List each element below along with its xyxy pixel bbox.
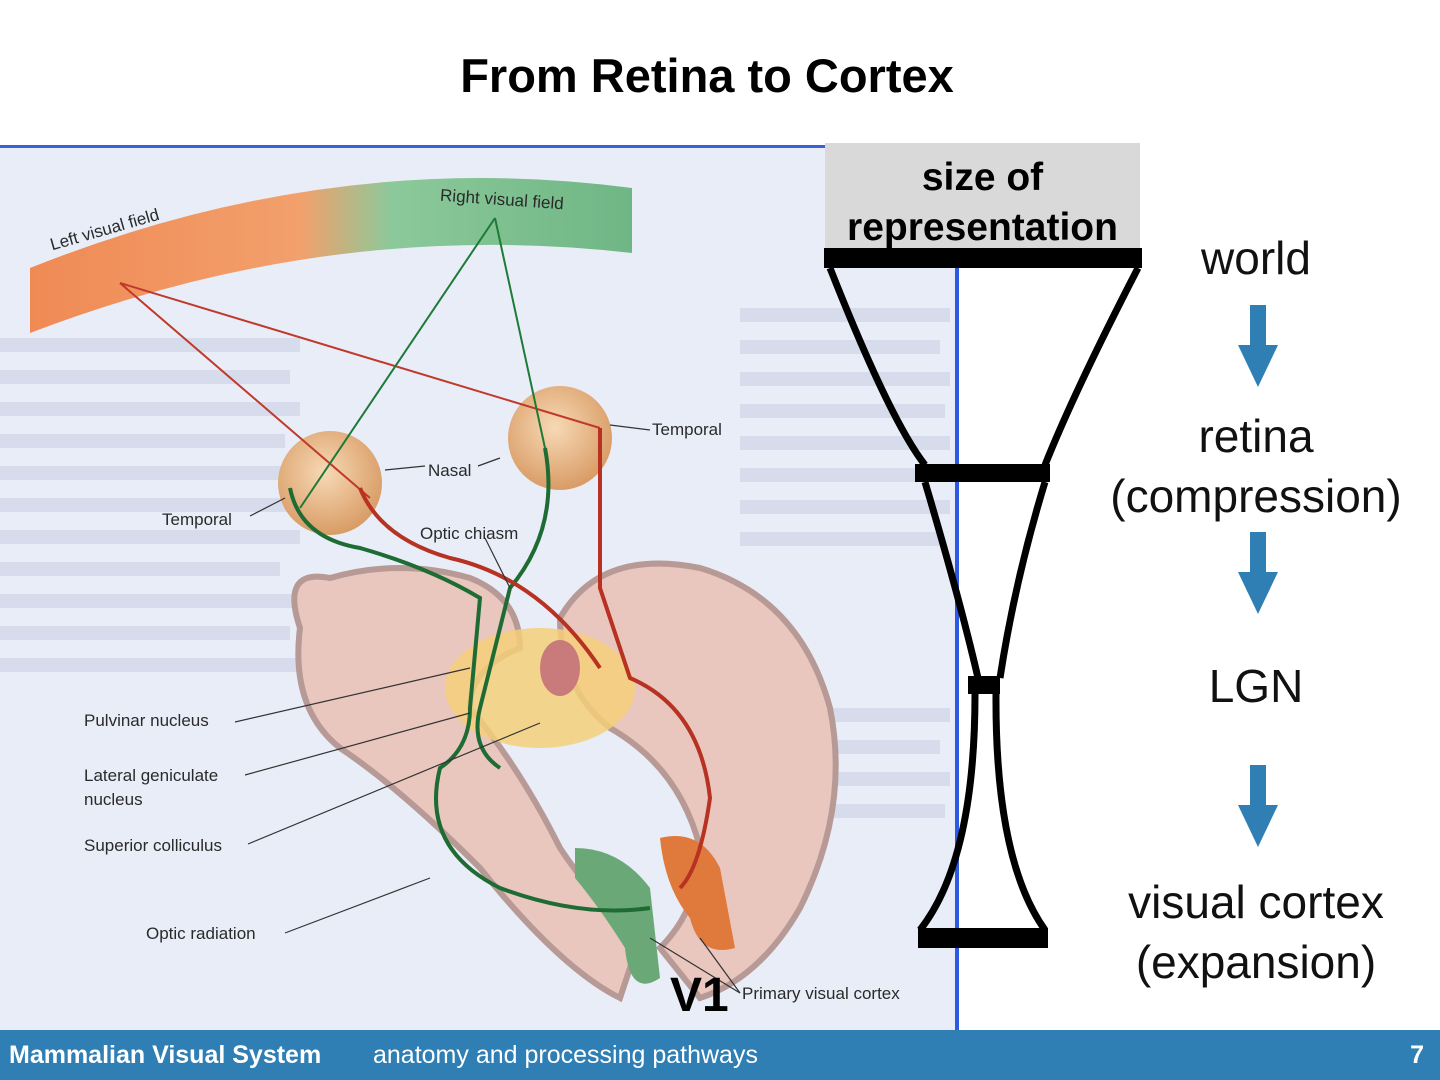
left-eye bbox=[278, 431, 382, 535]
visual-field-arc bbox=[30, 178, 632, 333]
stage-retina-note: (compression) bbox=[1110, 470, 1402, 522]
size-header-line2: representation bbox=[847, 206, 1118, 249]
lgn-label-line1: Lateral geniculate bbox=[84, 766, 219, 785]
visual-pathway-figure: Left visual field Right visual field Tem… bbox=[0, 145, 958, 1030]
funnel-bar-retina bbox=[915, 464, 1050, 482]
stage-lgn: LGN bbox=[1208, 660, 1304, 712]
optic-chiasm-label: Optic chiasm bbox=[420, 524, 519, 543]
footer-subtitle: anatomy and processing pathways bbox=[373, 1041, 758, 1069]
stage-retina: retina bbox=[1198, 410, 1314, 462]
lgn-label-line2: nucleus bbox=[84, 790, 143, 809]
temporal-left-label: Temporal bbox=[162, 510, 232, 529]
representation-funnel bbox=[824, 248, 1142, 948]
stage-visual-cortex: visual cortex bbox=[1128, 876, 1384, 928]
slide-title: From Retina to Cortex bbox=[460, 49, 954, 102]
temporal-right-label: Temporal bbox=[652, 420, 722, 439]
nasal-label: Nasal bbox=[428, 461, 472, 480]
stage-world: world bbox=[1201, 232, 1311, 284]
stage-cortex-note: (expansion) bbox=[1135, 936, 1377, 988]
v1-label: V1 bbox=[670, 969, 729, 1022]
pulvinar-label: Pulvinar nucleus bbox=[84, 711, 209, 730]
slide-footer: Mammalian Visual System anatomy and proc… bbox=[0, 1030, 1440, 1080]
page-number: 7 bbox=[1410, 1041, 1424, 1069]
right-eye bbox=[508, 386, 612, 490]
funnel-bar-lgn bbox=[968, 676, 1000, 694]
down-arrow-icon bbox=[1238, 765, 1278, 847]
primary-visual-cortex-label: Primary visual cortex bbox=[742, 984, 900, 1003]
size-header-line1: size of bbox=[921, 156, 1044, 199]
funnel-bar-cortex bbox=[918, 928, 1048, 948]
down-arrow-icon bbox=[1238, 532, 1278, 614]
footer-title: Mammalian Visual System bbox=[9, 1041, 322, 1069]
superior-colliculus-label: Superior colliculus bbox=[84, 836, 222, 855]
funnel-bar-world bbox=[824, 248, 1142, 268]
down-arrow-icon bbox=[1238, 305, 1278, 387]
size-of-representation-header: size of representation bbox=[825, 143, 1140, 253]
visual-pathway-illustration bbox=[0, 178, 950, 1003]
optic-radiation-label: Optic radiation bbox=[146, 924, 256, 943]
